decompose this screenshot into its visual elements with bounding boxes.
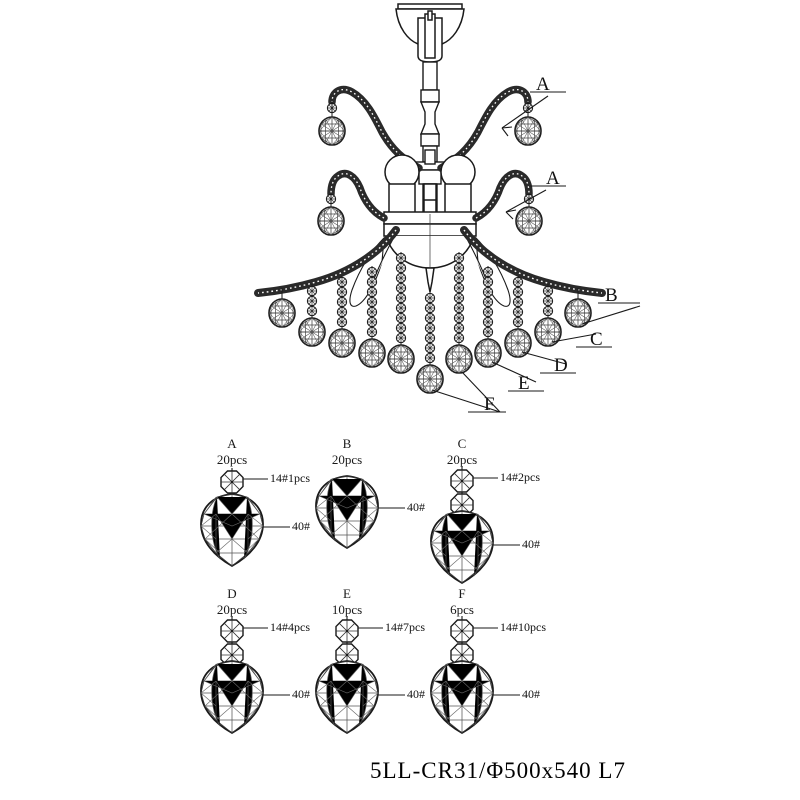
legend-e-letter: E [343,586,351,601]
legend-d-bead-label: 14#4pcs [270,620,310,634]
legend-f-ball-label: 40# [522,687,540,701]
legend-c-ball-label: 40# [522,537,540,551]
mid-arm-right [472,169,543,236]
legend-b-ball-label: 40# [407,500,425,514]
legend-item-d-drawing [200,616,290,734]
strand [328,276,356,358]
callout-b: B [605,285,618,306]
strand [564,288,592,328]
swag-left [254,226,400,297]
callout-leaders [431,91,641,413]
drawing-title: 5LL-CR31/Φ500x540 L7 [370,758,626,783]
legend-a-letter: A [227,436,237,451]
legend-item-c: C 20pcs [387,436,537,468]
legend-e-qty: 10pcs [331,602,363,617]
strand [474,266,502,368]
legend-item-e: E 10pcs [272,586,422,618]
legend-d-ball-label: 40# [292,687,310,701]
legend-c-qty: 20pcs [446,452,478,467]
strand [534,284,562,347]
strand [268,288,296,328]
swag-right [460,226,606,297]
callout-d: D [554,355,568,376]
callout-f: F [484,394,495,415]
legend-d-qty: 20pcs [216,602,248,617]
legend-b-letter: B [342,436,352,451]
legend-item-b: B 20pcs [272,436,422,468]
strand [298,284,326,347]
legend-a-bead-label: 14#1pcs [270,471,310,485]
legend-f-qty: 6pcs [450,602,474,617]
legend-e-ball-label: 40# [407,687,425,701]
strand [445,252,473,374]
mid-arm-left [317,169,388,236]
legend-item-d: D 20pcs [157,586,307,618]
strand [416,292,444,394]
legend-item-a-drawing [200,468,290,567]
legend-item-c-drawing [430,466,520,584]
legend-d-letter: D [227,586,237,601]
callout-e: E [518,373,530,394]
legend-item-b-drawing [315,475,405,549]
chandelier-elevation-drawing [254,3,641,413]
legend-b-qty: 20pcs [331,452,363,467]
strand [358,266,386,368]
callout-a-mid: A [546,168,560,189]
bulb-right [440,154,476,215]
strand [387,252,415,374]
legend-item-f: F 6pcs [387,586,537,618]
hanging-strands [268,252,592,394]
legend-c-bead-label: 14#2pcs [500,470,540,484]
strand [504,276,532,358]
legend-a-ball-label: 40# [292,519,310,533]
legend-c-letter: C [457,436,467,451]
legend-item-f-drawing [430,616,520,734]
legend-item-a: A 20pcs [157,436,307,468]
callout-c: C [590,329,603,350]
callout-a-upper: A [536,74,550,95]
legend-item-e-drawing [315,616,405,734]
bulb-left [384,154,420,215]
upper-arm-left [318,85,423,172]
legend-a-qty: 20pcs [216,452,248,467]
upper-left-drop [318,102,346,146]
legend-f-letter: F [458,586,466,601]
legend-f-bead-label: 14#10pcs [500,620,546,634]
legend-e-bead-label: 14#7pcs [385,620,425,634]
ceiling-canopy [395,3,465,63]
